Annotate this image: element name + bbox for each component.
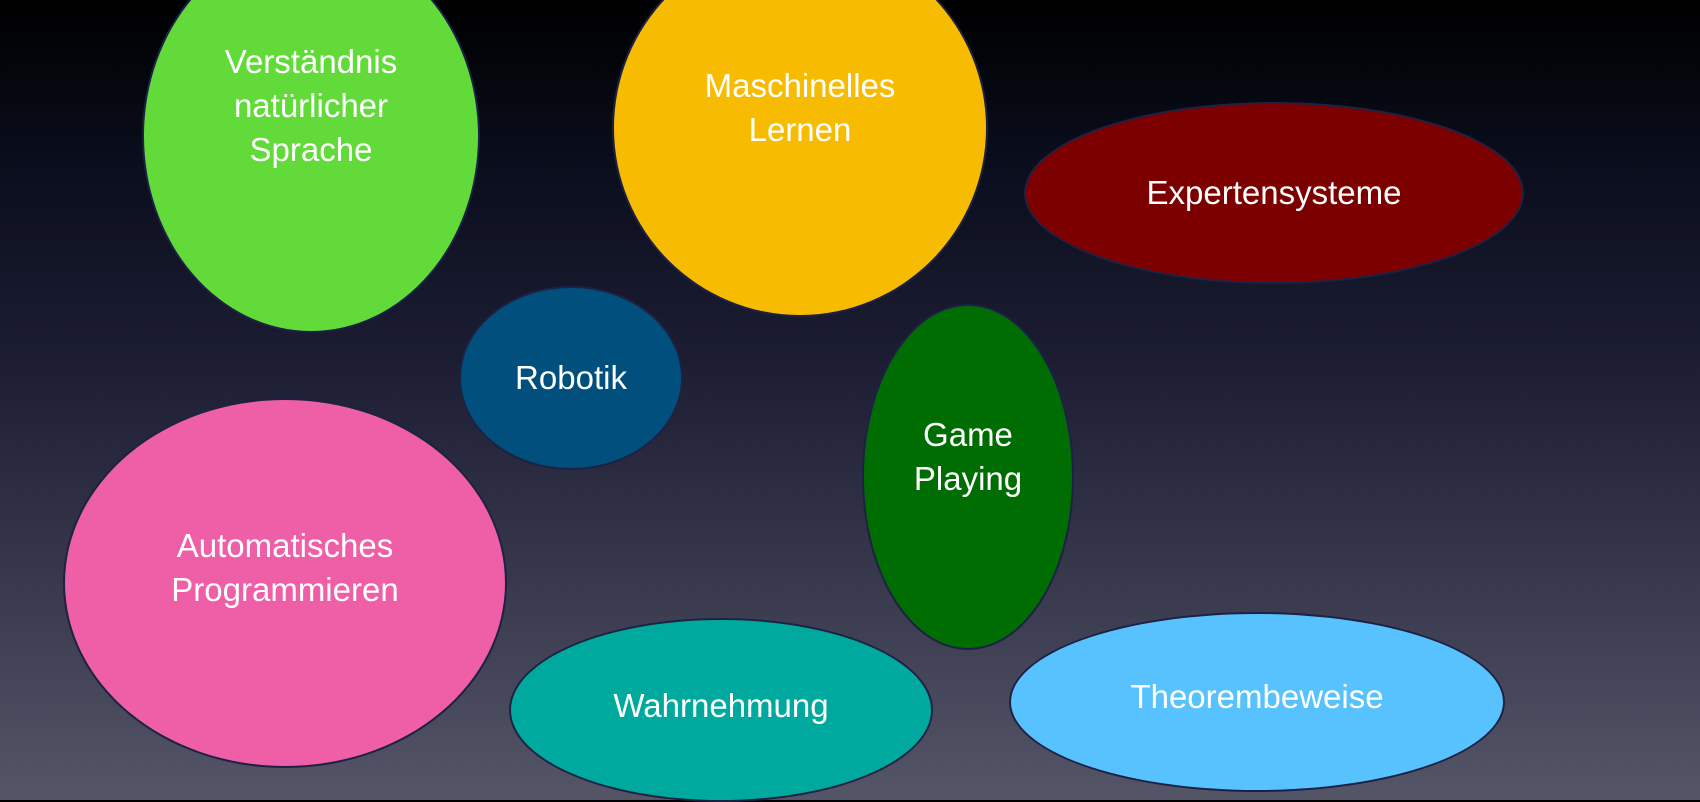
bubble-theorem-proving: Theorembeweise — [1009, 612, 1505, 792]
bubble-perception: Wahrnehmung — [509, 618, 933, 802]
bubble-label: Expertensysteme — [1146, 174, 1402, 211]
bubble-label: Maschinelles Lernen — [704, 67, 896, 148]
bubble-label: Verständnis natürlicher Sprache — [224, 43, 398, 168]
bubble-game-playing: Game Playing — [862, 304, 1074, 650]
bubble-automatic-programming: Automatisches Programmieren — [63, 398, 507, 768]
bubble-machine-learning: Maschinelles Lernen — [612, 0, 988, 317]
bubble-robotics: Robotik — [459, 286, 683, 470]
bubble-label: Automatisches Programmieren — [171, 527, 399, 608]
bubble-natural-language: Verständnis natürlicher Sprache — [142, 0, 480, 333]
bubble-expert-systems: Expertensysteme — [1024, 102, 1524, 284]
bubble-label: Robotik — [515, 359, 627, 396]
bubble-label: Wahrnehmung — [613, 687, 829, 724]
bubble-label: Theorembeweise — [1130, 678, 1384, 715]
bubble-label: Game Playing — [913, 416, 1023, 497]
